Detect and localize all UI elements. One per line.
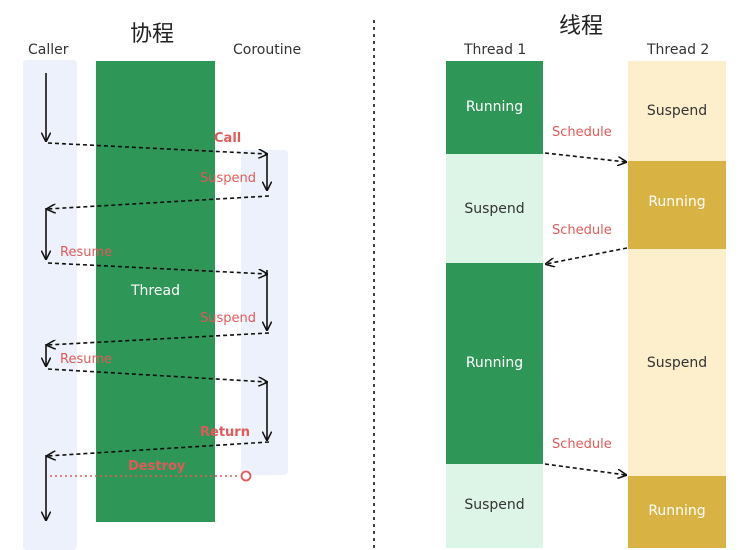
thread2-label: Thread 2 bbox=[647, 42, 710, 58]
thread2-block-3-label: Suspend bbox=[646, 355, 708, 371]
thread1-column bbox=[446, 61, 543, 548]
vertical-arrows bbox=[46, 73, 267, 520]
caller-label: Caller bbox=[28, 42, 69, 58]
thread2-block-2-label: Running bbox=[648, 194, 706, 210]
thread2-column bbox=[628, 61, 726, 548]
destroy-end-circle bbox=[240, 470, 252, 482]
thread2-block-1-label: Suspend bbox=[646, 103, 708, 119]
thread2-block-1 bbox=[628, 61, 726, 161]
thread1-block-2 bbox=[446, 154, 543, 263]
thread1-label: Thread 1 bbox=[464, 42, 527, 58]
schedule-label-1: Schedule bbox=[552, 125, 612, 140]
call-label: Call bbox=[214, 131, 242, 146]
thread2-block-2 bbox=[628, 161, 726, 249]
caller-lane bbox=[23, 60, 77, 550]
thread-bar bbox=[96, 61, 215, 522]
thread1-block-4 bbox=[446, 464, 543, 548]
thread1-block-1-label: Running bbox=[465, 99, 524, 115]
return-label: Return bbox=[200, 425, 250, 440]
coroutine-title: 协程 bbox=[130, 22, 175, 47]
thread2-block-4 bbox=[628, 476, 726, 548]
schedule-arrows bbox=[545, 152, 627, 475]
thread1-block-4-label: Suspend bbox=[464, 497, 525, 513]
control-transfer-arrows bbox=[47, 142, 270, 456]
thread2-block-4-label: Running bbox=[648, 503, 706, 519]
destroy-label: Destroy bbox=[128, 459, 186, 474]
thread1-block-3 bbox=[446, 263, 543, 464]
coroutine-label: Coroutine bbox=[233, 42, 302, 58]
suspend-label-1: Suspend bbox=[200, 171, 257, 186]
thread1-block-1 bbox=[446, 61, 543, 154]
thread2-block-3 bbox=[628, 249, 726, 476]
coroutine-lane bbox=[241, 150, 288, 475]
schedule-label-2: Schedule bbox=[552, 223, 612, 238]
resume-label-2: Resume bbox=[60, 352, 113, 367]
thread-label: Thread bbox=[131, 283, 180, 299]
schedule-label-3: Schedule bbox=[552, 437, 612, 452]
resume-label-1: Resume bbox=[60, 245, 113, 260]
thread1-block-2-label: Suspend bbox=[464, 201, 525, 217]
thread-title: 线程 bbox=[559, 14, 604, 39]
thread1-block-3-label: Running bbox=[465, 355, 524, 371]
suspend-label-2: Suspend bbox=[200, 311, 257, 326]
